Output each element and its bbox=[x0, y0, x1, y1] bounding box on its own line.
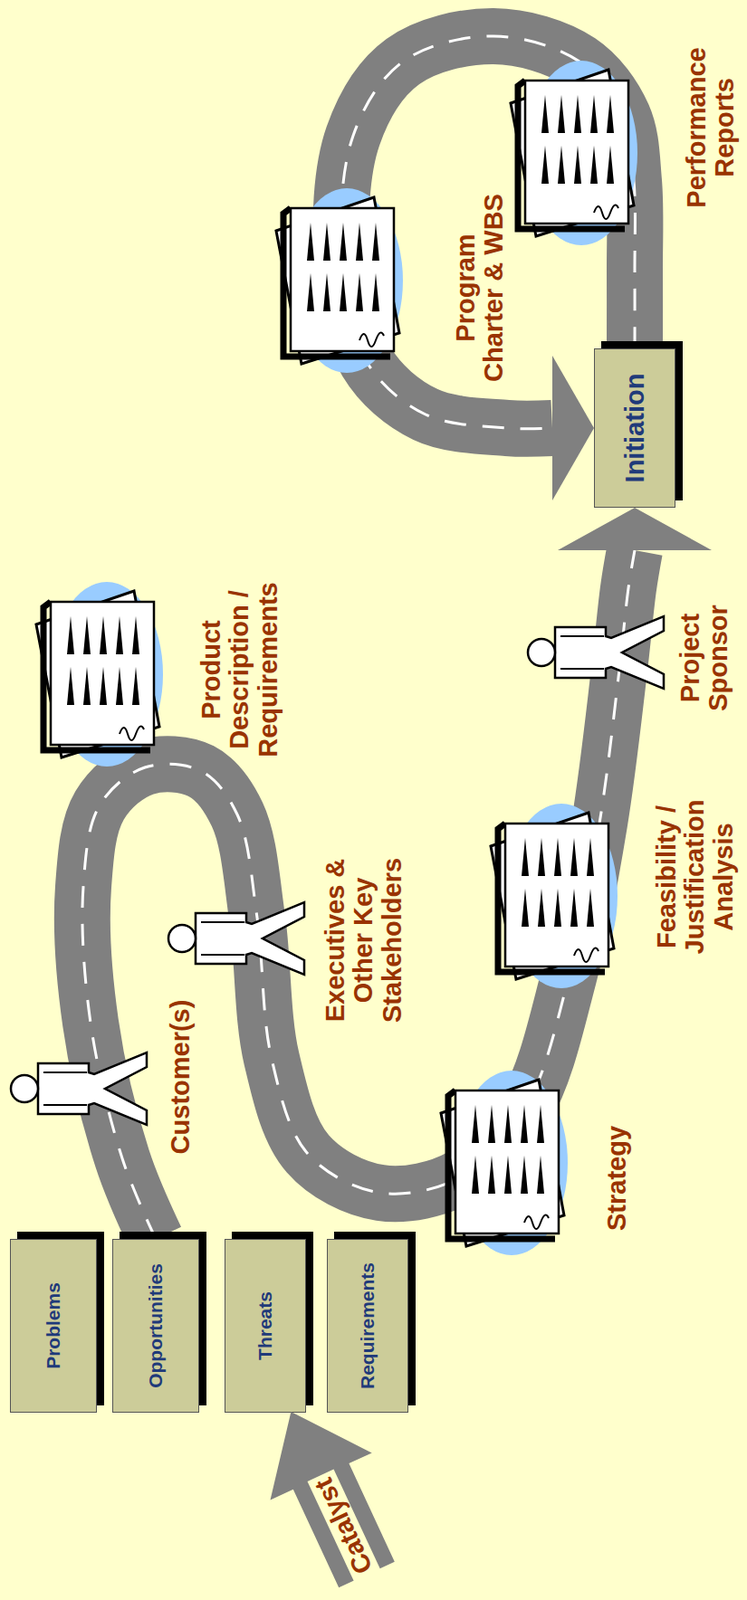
label-holder: Customer(s) bbox=[166, 1000, 195, 1156]
document-icon bbox=[36, 582, 163, 767]
text-holder: Initiation bbox=[620, 373, 651, 484]
road-connector bbox=[82, 507, 712, 1240]
label-holder: Project Sponsor bbox=[676, 599, 734, 718]
person-icon bbox=[168, 902, 305, 976]
box-label: Requirements bbox=[356, 1263, 379, 1390]
stage-label: Feasibility / Justification Analysis bbox=[652, 794, 738, 962]
text-holder: Threats bbox=[254, 1292, 277, 1361]
stage-label: Program Charter & WBS bbox=[451, 188, 509, 388]
person-icon bbox=[10, 1053, 147, 1126]
box-label: Opportunities bbox=[144, 1264, 167, 1389]
text-holder: Opportunities bbox=[144, 1264, 167, 1389]
label-holder: Executives & Other Key Stakeholders bbox=[321, 850, 407, 1032]
road-arrowhead bbox=[552, 355, 594, 501]
person-icon bbox=[527, 616, 664, 690]
catalyst-arrow: Catalyst bbox=[262, 1405, 403, 1598]
stage-label: Executives & Other Key Stakeholders bbox=[321, 850, 407, 1032]
stage-label: Strategy bbox=[603, 1126, 632, 1232]
text-holder: Problems bbox=[42, 1283, 65, 1370]
arrow-shape bbox=[270, 1412, 395, 1589]
document-icon bbox=[510, 60, 638, 246]
stage-label: Product Description / Requirements bbox=[197, 577, 283, 764]
box-label: Problems bbox=[42, 1283, 65, 1370]
catalyst-box: Opportunities bbox=[112, 1239, 200, 1414]
label-holder: Performance Reports bbox=[682, 41, 740, 214]
catalyst-box: Requirements bbox=[326, 1239, 409, 1414]
phase-box: Initiation bbox=[593, 348, 676, 508]
document-icon bbox=[440, 1071, 568, 1256]
road-arrowhead bbox=[557, 507, 712, 551]
document-icon bbox=[276, 188, 403, 374]
catalyst-box: Threats bbox=[224, 1239, 307, 1414]
label-holder: Feasibility / Justification Analysis bbox=[652, 794, 738, 962]
stage-label: Performance Reports bbox=[682, 41, 740, 214]
catalyst-box: Problems bbox=[9, 1239, 97, 1414]
stage-label: Project Sponsor bbox=[676, 599, 734, 718]
label-holder: Program Charter & WBS bbox=[451, 188, 509, 388]
document-icon bbox=[490, 804, 618, 989]
text-holder: Requirements bbox=[356, 1263, 379, 1390]
stage-label: Customer(s) bbox=[166, 1000, 195, 1156]
label-holder: Strategy bbox=[603, 1126, 632, 1232]
box-label: Threats bbox=[254, 1292, 277, 1361]
label-holder: Product Description / Requirements bbox=[197, 577, 283, 764]
box-label: Initiation bbox=[620, 373, 651, 484]
